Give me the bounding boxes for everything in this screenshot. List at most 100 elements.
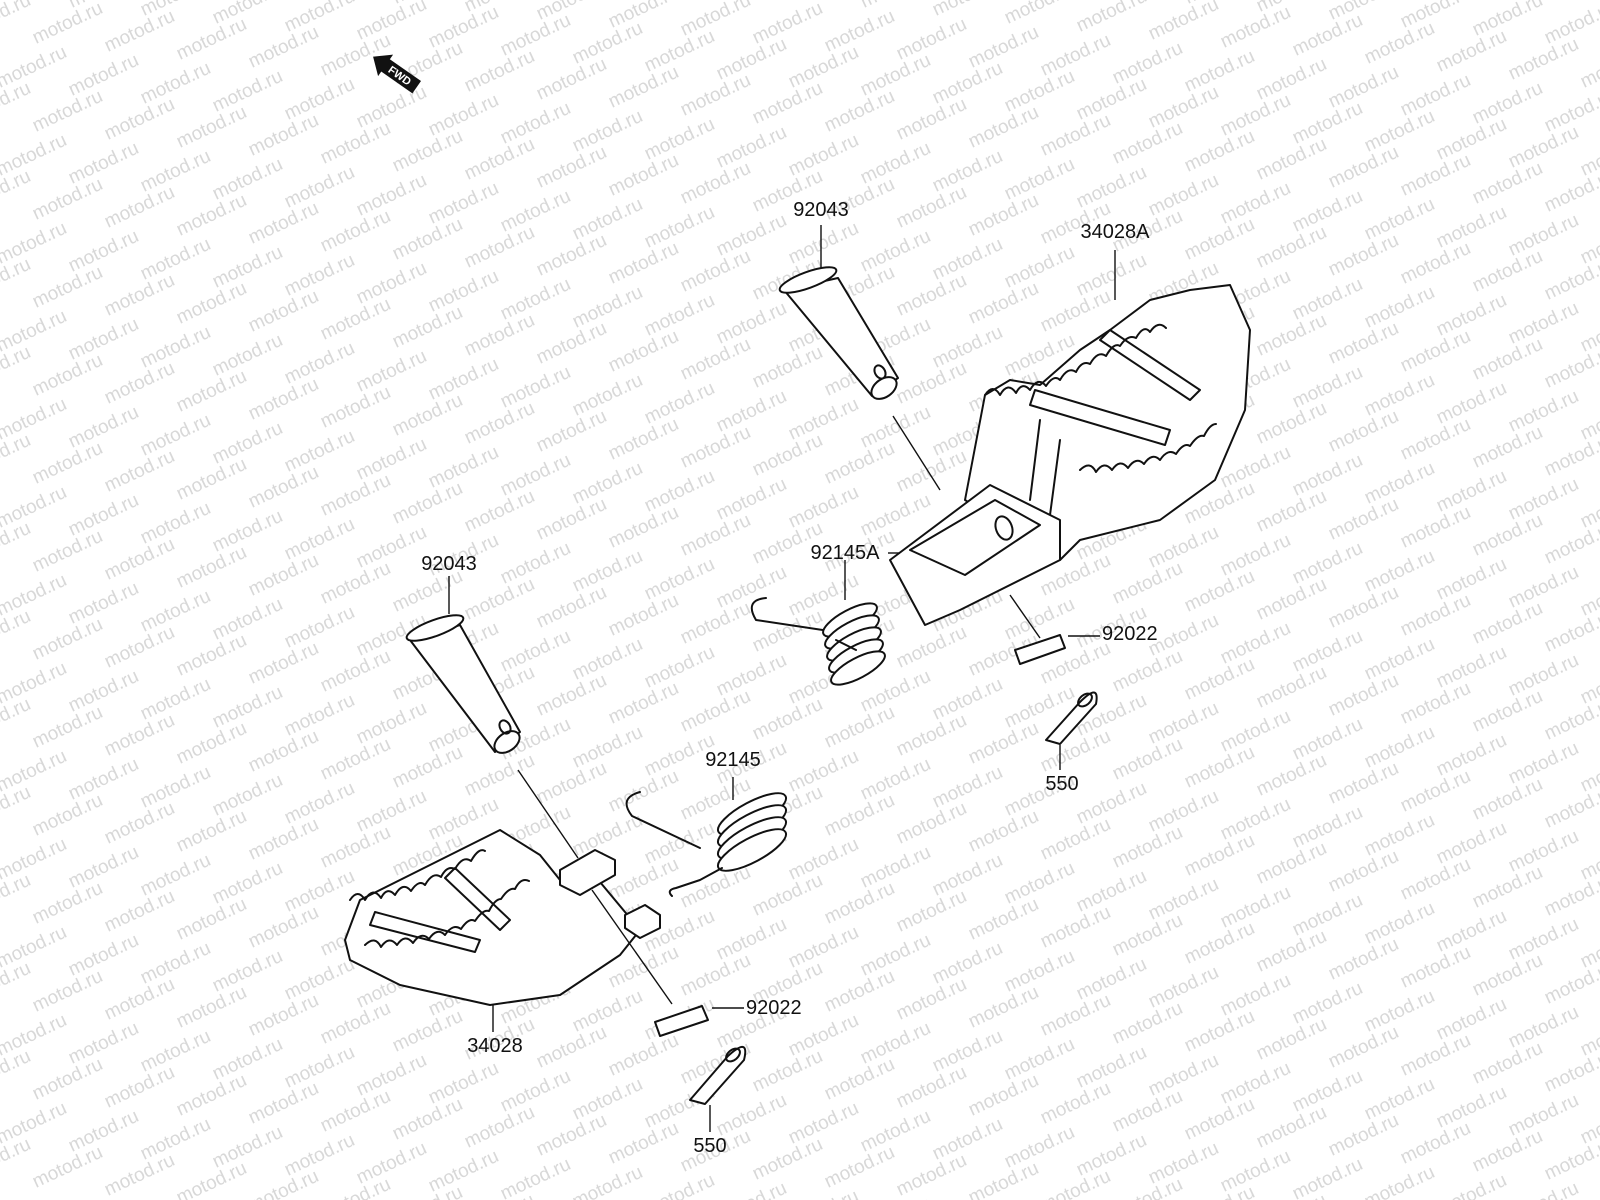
washer-lower-icon — [654, 1005, 709, 1037]
watermark-text: motod.ru — [353, 698, 430, 749]
watermark-text: motod.ru — [929, 850, 1006, 901]
watermark-text: motod.ru — [281, 1042, 358, 1093]
watermark-text: motod.ru — [1073, 0, 1150, 37]
watermark-text: motod.ru — [1361, 370, 1438, 421]
watermark-text: motod.ru — [1505, 34, 1582, 85]
watermark-text: motod.ru — [893, 14, 970, 65]
washer-upper-icon — [1014, 634, 1066, 665]
watermark-text: motod.ru — [389, 1006, 466, 1057]
watermark-text: motod.ru — [425, 354, 502, 405]
watermark-text: motod.ru — [677, 158, 754, 209]
watermark-text: motod.ru — [857, 1194, 934, 1200]
watermark-text: motod.ru — [1433, 466, 1510, 517]
watermark-text: motod.ru — [1217, 706, 1294, 757]
watermark-text: motod.ru — [173, 366, 250, 417]
watermark-text: motod.ru — [1145, 698, 1222, 749]
watermark-text: motod.ru — [749, 78, 826, 129]
watermark-text: motod.ru — [1469, 686, 1546, 737]
watermark-text: motod.ru — [65, 138, 142, 189]
watermark-text: motod.ru — [1181, 742, 1258, 793]
watermark-text: motod.ru — [281, 690, 358, 741]
watermark-text: motod.ru — [65, 314, 142, 365]
watermark-text: motod.ru — [173, 718, 250, 769]
watermark-text: motod.ru — [353, 786, 430, 837]
watermark-text: motod.ru — [641, 466, 718, 517]
watermark-text: motod.ru — [281, 338, 358, 389]
watermark-text: motod.ru — [29, 1142, 106, 1193]
watermark-text: motod.ru — [389, 390, 466, 441]
watermark-text: motod.ru — [749, 1046, 826, 1097]
watermark-text: motod.ru — [713, 386, 790, 437]
watermark-text: motod.ru — [533, 758, 610, 809]
watermark-text: motod.ru — [821, 966, 898, 1017]
footpeg-right-icon — [889, 284, 1251, 626]
watermark-text: motod.ru — [389, 478, 466, 529]
watermark-text: motod.ru — [1037, 990, 1114, 1041]
watermark-text: motod.ru — [101, 974, 178, 1025]
watermark-text: motod.ru — [1001, 0, 1078, 29]
watermark-text: motod.ru — [1001, 946, 1078, 997]
watermark-text: motod.ru — [677, 70, 754, 121]
watermark-text: motod.ru — [1073, 250, 1150, 301]
watermark-text: motod.ru — [101, 6, 178, 57]
watermark-text: motod.ru — [1289, 978, 1366, 1029]
watermark-text: motod.ru — [1217, 90, 1294, 141]
watermark-text: motod.ru — [1505, 826, 1582, 877]
watermark-text: motod.ru — [1469, 422, 1546, 473]
watermark-text: motod.ru — [893, 358, 970, 409]
watermark-text: motod.ru — [425, 442, 502, 493]
watermark-text: motod.ru — [1541, 958, 1600, 1009]
watermark-text: motod.ru — [605, 766, 682, 817]
watermark-text: motod.ru — [497, 274, 574, 325]
watermark-text: motod.ru — [1325, 62, 1402, 113]
watermark-text: motod.ru — [1145, 522, 1222, 573]
watermark-text: motod.ru — [1361, 986, 1438, 1037]
watermark-text: motod.ru — [1145, 962, 1222, 1013]
watermark-text: motod.ru — [497, 450, 574, 501]
watermark-text: motod.ru — [713, 1178, 790, 1200]
watermark-text: motod.ru — [641, 554, 718, 605]
watermark-text: motod.ru — [317, 734, 394, 785]
watermark-text: motod.ru — [1073, 162, 1150, 213]
watermark-text: motod.ru — [281, 250, 358, 301]
watermark-text: motod.ru — [353, 82, 430, 133]
watermark-text: motod.ru — [101, 182, 178, 233]
watermark-text: motod.ru — [605, 678, 682, 729]
watermark-text: motod.ru — [281, 954, 358, 1005]
watermark-text: motod.ru — [209, 594, 286, 645]
watermark-text: motod.ru — [1217, 882, 1294, 933]
spring-lower-icon — [625, 791, 788, 897]
watermark-text: motod.ru — [245, 726, 322, 777]
watermark-text: motod.ru — [857, 226, 934, 277]
watermark-text: motod.ru — [533, 670, 610, 721]
watermark-text: motod.ru — [1361, 634, 1438, 685]
watermark-text: motod.ru — [1109, 910, 1186, 961]
watermark-text: motod.ru — [137, 762, 214, 813]
watermark-text: motod.ru — [1289, 890, 1366, 941]
watermark-text: motod.ru — [209, 154, 286, 205]
watermark-text: motod.ru — [641, 26, 718, 77]
watermark-text: motod.ru — [569, 722, 646, 773]
watermark-text: motod.ru — [461, 1102, 538, 1153]
watermark-text: motod.ru — [137, 410, 214, 461]
watermark-text: motod.ru — [101, 534, 178, 585]
watermark-text: motod.ru — [425, 2, 502, 53]
watermark-text: motod.ru — [317, 470, 394, 521]
watermark-text: motod.ru — [1253, 750, 1330, 801]
watermark-text: motod.ru — [1289, 802, 1366, 853]
watermark-text: motod.ru — [1073, 1042, 1150, 1093]
watermark-text: motod.ru — [605, 502, 682, 553]
watermark-text: motod.ru — [1001, 1122, 1078, 1173]
watermark-text: motod.ru — [1001, 858, 1078, 909]
watermark-text: motod.ru — [317, 998, 394, 1049]
watermark-text: motod.ru — [317, 1086, 394, 1137]
watermark-text: motod.ru — [1325, 846, 1402, 897]
watermark-text: motod.ru — [1397, 678, 1474, 729]
watermark-text: motod.ru — [677, 246, 754, 297]
watermark-text: motod.ru — [1073, 1130, 1150, 1181]
watermark-text: motod.ru — [1289, 450, 1366, 501]
watermark-text: motod.ru — [137, 322, 214, 373]
watermark-text: motod.ru — [785, 42, 862, 93]
watermark-text: motod.ru — [101, 358, 178, 409]
watermark-text: motod.ru — [1253, 222, 1330, 273]
